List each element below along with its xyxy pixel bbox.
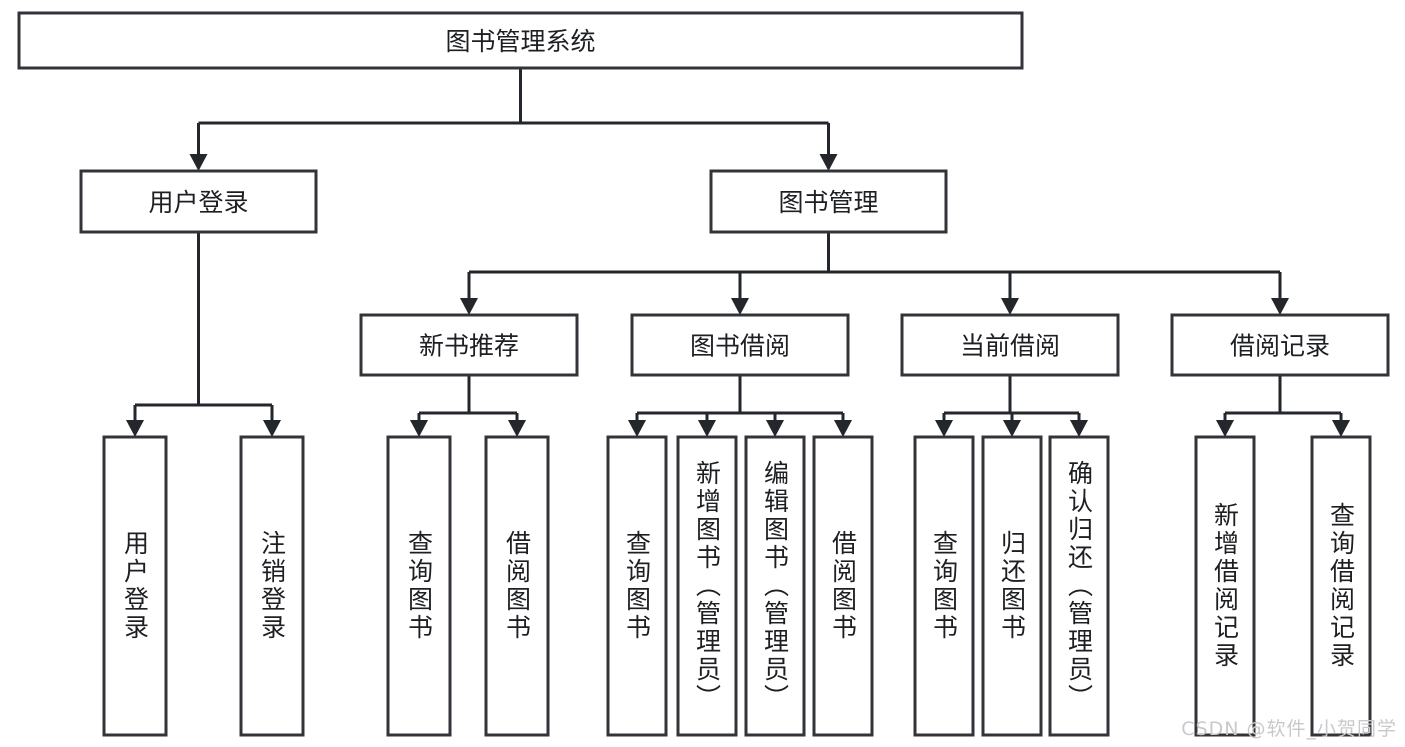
arrow-head-icon <box>460 298 478 315</box>
arrow-head-icon <box>1001 298 1019 315</box>
arrow-head-icon <box>1332 420 1350 437</box>
node-box-leaf-query-book-rec[interactable] <box>386 435 452 737</box>
arrow-head-icon <box>834 420 852 437</box>
node-label-root: 图书管理系统 <box>445 27 595 56</box>
arrow-head-icon <box>126 420 144 437</box>
arrow-head-icon <box>1070 420 1088 437</box>
arrow-head-icon <box>628 420 646 437</box>
arrow-head-icon <box>1271 298 1289 315</box>
arrow-head-icon <box>935 420 953 437</box>
node-box-leaf-logout[interactable] <box>239 435 305 737</box>
node-box-leaf-borrow-book[interactable] <box>812 435 874 737</box>
node-box-leaf-edit-book[interactable] <box>744 435 806 737</box>
node-box-book-borrow[interactable] <box>630 313 850 377</box>
arrow-head-icon <box>698 420 716 437</box>
node-box-leaf-add-record[interactable] <box>1194 435 1256 737</box>
arrow-head-icon <box>819 154 838 171</box>
node-boxes <box>17 11 1390 737</box>
node-box-user-login[interactable] <box>79 169 318 234</box>
arrow-head-icon <box>1216 420 1234 437</box>
watermark-text: CSDN @软件_小贺同学 <box>1181 718 1397 740</box>
node-box-root[interactable] <box>17 11 1024 70</box>
arrow-head-icon <box>263 420 281 437</box>
node-box-new-book-recommend[interactable] <box>359 313 579 377</box>
node-label-book-manage: 图书管理 <box>778 188 878 217</box>
node-box-leaf-confirm-return[interactable] <box>1048 435 1110 737</box>
node-box-leaf-query-book-borrow[interactable] <box>606 435 668 737</box>
node-label-user-login: 用户登录 <box>148 188 248 217</box>
arrow-head-icon <box>189 154 208 171</box>
node-box-borrow-record[interactable] <box>1170 313 1390 377</box>
node-label-borrow-record: 借阅记录 <box>1230 332 1330 361</box>
node-box-leaf-add-book[interactable] <box>676 435 738 737</box>
arrow-head-icon <box>731 298 749 315</box>
connector-edges <box>126 68 1350 437</box>
node-label-current-borrow: 当前借阅 <box>960 332 1060 361</box>
node-label-book-borrow: 图书借阅 <box>690 332 790 361</box>
node-box-current-borrow[interactable] <box>900 313 1120 377</box>
arrow-head-icon <box>766 420 784 437</box>
arrow-head-icon <box>508 420 526 437</box>
node-box-leaf-query-record[interactable] <box>1310 435 1372 737</box>
arrow-head-icon <box>410 420 428 437</box>
node-label-new-book-recommend: 新书推荐 <box>419 332 519 361</box>
arrow-head-icon <box>1003 420 1021 437</box>
node-box-leaf-user-login[interactable] <box>102 435 168 737</box>
node-box-book-manage[interactable] <box>709 169 948 234</box>
node-box-leaf-borrow-book-rec[interactable] <box>484 435 550 737</box>
node-box-leaf-return-book[interactable] <box>981 435 1043 737</box>
node-box-leaf-query-book-cur[interactable] <box>913 435 975 737</box>
